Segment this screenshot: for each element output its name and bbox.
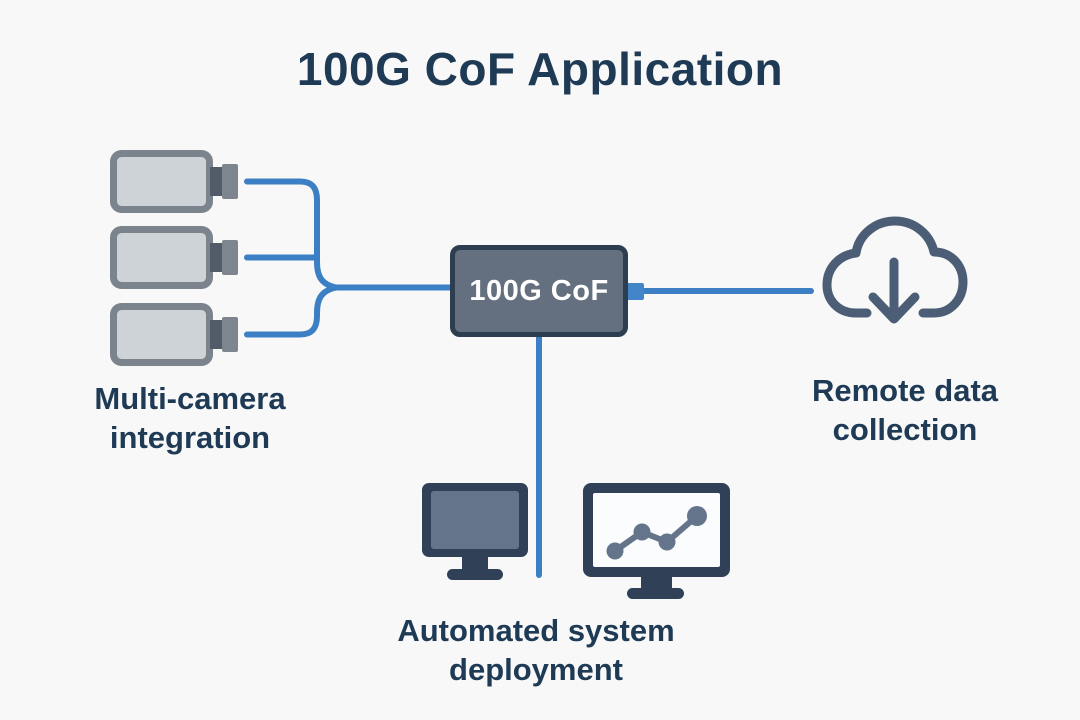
page-title: 100G CoF Application <box>296 43 784 95</box>
camera-top-line <box>244 178 454 291</box>
camera-bottom-line <box>244 284 339 338</box>
monitor-icon <box>422 483 528 580</box>
cameras-label: Multi-camera integration <box>94 381 286 456</box>
hub-box: 100G CoF <box>450 245 628 337</box>
cloud-label: Remote data collection <box>811 373 999 448</box>
camera-icon <box>114 307 239 363</box>
camera-icon <box>114 154 239 210</box>
hub-right-port <box>626 283 644 300</box>
deployment-label: Automated system deployment <box>397 613 675 688</box>
connection-lines <box>244 178 814 578</box>
camera-icon <box>114 230 239 286</box>
hub-label: 100G CoF <box>469 274 609 307</box>
download-arrow-icon <box>868 257 920 324</box>
cloud-download-icon <box>822 216 968 324</box>
chart-monitor-icon <box>583 483 730 599</box>
